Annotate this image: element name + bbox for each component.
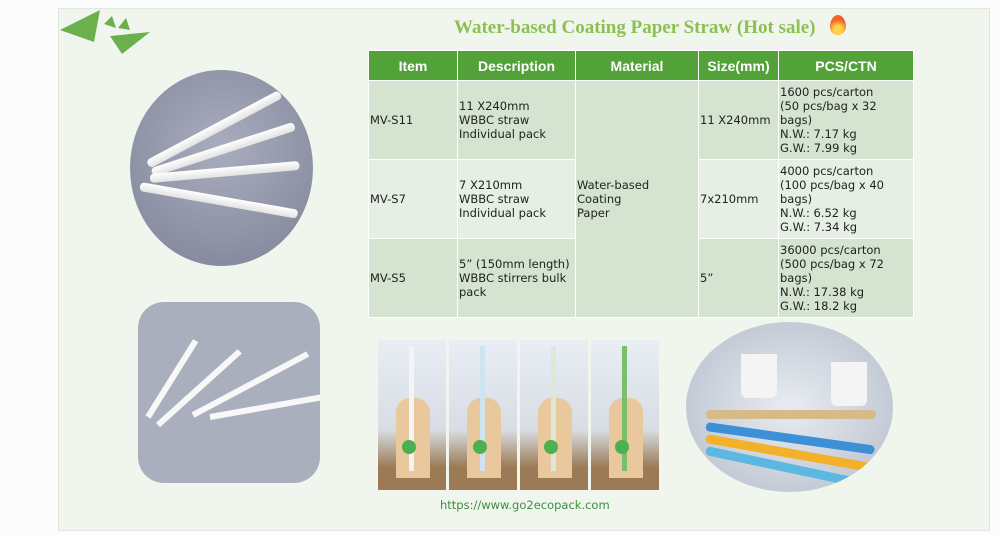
table-header: Item Description Material Size(mm) PCS/C… xyxy=(368,50,914,81)
straw-photo xyxy=(449,340,517,490)
cell-pcs: 36000 pcs/carton (500 pcs/bag x 72 bags)… xyxy=(778,238,914,318)
cups-and-straws-photo xyxy=(686,322,893,492)
table-row: MV-S11 11 X240mm WBBC straw Individual p… xyxy=(368,80,914,318)
paper-straws-photo xyxy=(130,70,313,266)
fire-icon xyxy=(830,15,846,35)
header-item: Item xyxy=(368,50,458,81)
table-row: MV-S5 5” (150mm length) WBBC stirrers bu… xyxy=(368,238,914,318)
straw-stand-photos xyxy=(378,340,659,490)
page-title: Water-based Coating Paper Straw (Hot sal… xyxy=(454,17,816,38)
straw-photo xyxy=(378,340,446,490)
header-size: Size(mm) xyxy=(698,50,779,81)
stirrers-photo xyxy=(138,302,320,483)
cell-item: MV-S7 xyxy=(368,159,458,239)
straw-photo xyxy=(520,340,588,490)
cell-item: MV-S11 xyxy=(368,80,458,160)
cell-item: MV-S5 xyxy=(368,238,458,318)
straw-photo xyxy=(591,340,659,490)
cell-size: 5” xyxy=(698,238,779,318)
cell-description: 5” (150mm length) WBBC stirrers bulk pac… xyxy=(457,238,576,318)
cell-size: 7x210mm xyxy=(698,159,779,239)
header-description: Description xyxy=(457,50,576,81)
cell-material: Water-based Coating Paper xyxy=(575,80,699,318)
cell-description: 11 X240mm WBBC straw Individual pack xyxy=(457,80,576,160)
cell-pcs: 4000 pcs/carton (100 pcs/bag x 40 bags) … xyxy=(778,159,914,239)
cell-pcs: 1600 pcs/carton (50 pcs/bag x 32 bags) N… xyxy=(778,80,914,160)
website-link[interactable]: https://www.go2ecopack.com xyxy=(440,498,610,512)
product-table: Item Description Material Size(mm) PCS/C… xyxy=(368,50,914,318)
header-material: Material xyxy=(575,50,699,81)
header-pcs-ctn: PCS/CTN xyxy=(778,50,914,81)
brand-logo-icon xyxy=(60,10,150,54)
table-row: MV-S7 7 X210mm WBBC straw Individual pac… xyxy=(368,159,914,239)
cell-description: 7 X210mm WBBC straw Individual pack xyxy=(457,159,576,239)
cell-size: 11 X240mm xyxy=(698,80,779,160)
